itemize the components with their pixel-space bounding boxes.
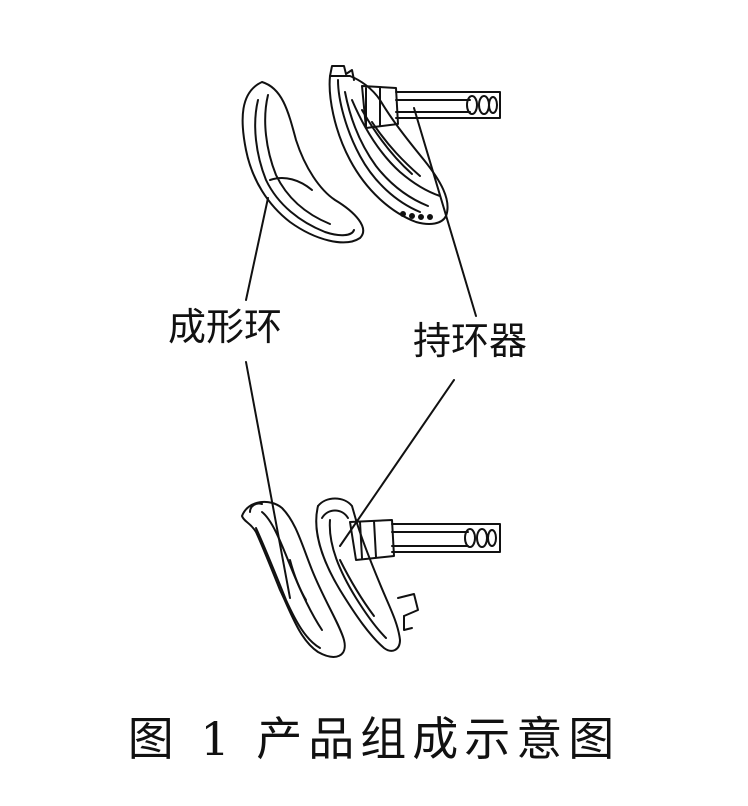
forming-ring-label: 成形环 [168, 305, 283, 349]
figure-caption: 图 1 产品组成示意图 [127, 712, 621, 766]
ring-holder-top [330, 66, 500, 224]
ring-holder-bottom [316, 499, 500, 651]
forming-ring-top [243, 82, 364, 242]
leader-line-holder-bottom [340, 380, 454, 546]
forming-ring-bottom [242, 502, 345, 657]
leader-line-ring-top [246, 198, 268, 300]
ring-holder-label: 持环器 [413, 319, 528, 363]
leader-line-holder-top [414, 108, 476, 316]
leader-line-ring-bottom [246, 362, 290, 598]
leader-lines [246, 108, 476, 598]
